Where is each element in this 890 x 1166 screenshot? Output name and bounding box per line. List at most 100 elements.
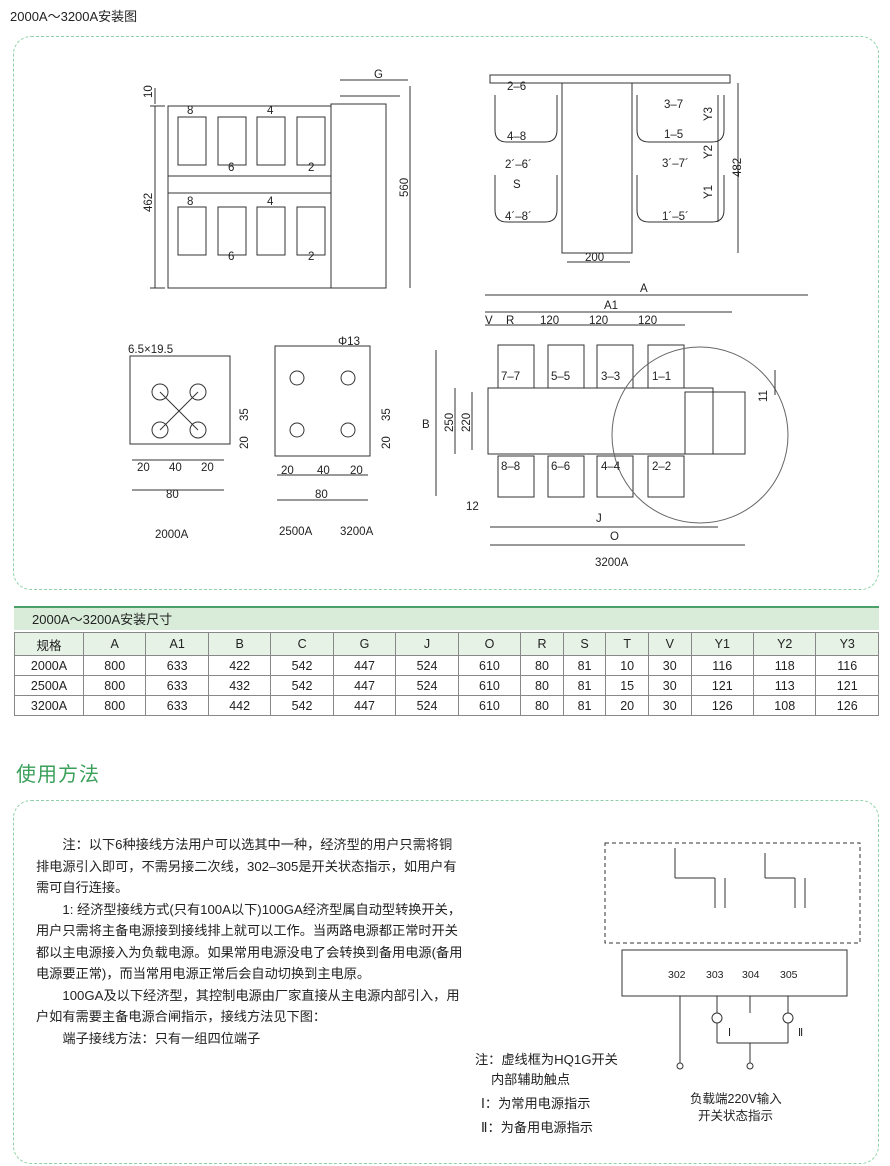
dim-12: 12 bbox=[466, 501, 479, 513]
table-cell: 447 bbox=[332, 695, 397, 716]
table-header-cell: Y2 bbox=[752, 632, 817, 656]
term-4-8p: 4´–8´ bbox=[505, 211, 532, 223]
table-cell: 524 bbox=[395, 655, 459, 676]
table-cell: 20 bbox=[605, 695, 649, 716]
table-cell: 116 bbox=[815, 655, 879, 676]
term-4-4: 4–4 bbox=[601, 461, 621, 473]
term-7-7: 7–7 bbox=[501, 371, 520, 383]
terminal-302: 302 bbox=[668, 969, 686, 981]
dim-y2: Y2 bbox=[703, 145, 715, 159]
table-cell: 432 bbox=[207, 675, 272, 696]
table-cell: 80 bbox=[520, 695, 564, 716]
table-cell: 81 bbox=[562, 655, 607, 676]
table-cell: 116 bbox=[690, 655, 755, 676]
note-1: 注：虚线框为HQ1G开关 bbox=[475, 1052, 618, 1067]
table-header-cell: Y1 bbox=[690, 632, 755, 656]
term-4-8: 4–8 bbox=[507, 131, 526, 143]
table-cell: 800 bbox=[82, 655, 147, 676]
table-cell: 30 bbox=[647, 675, 692, 696]
dim-40b: 40 bbox=[317, 465, 330, 477]
table-cell: 610 bbox=[457, 675, 522, 696]
usage-p1: 注：以下6种接线方法用户可以选其中一种，经济型的用户只需将铜排电源引入即可，不需… bbox=[36, 837, 457, 895]
dim-80a: 80 bbox=[166, 489, 179, 501]
page-title: 2000A～3200A安装图 bbox=[10, 9, 138, 24]
wiring-caption-2: 开关状态指示 bbox=[698, 1108, 773, 1123]
section-title: 使用方法 bbox=[16, 764, 100, 786]
table-cell: 80 bbox=[520, 655, 564, 676]
table-cell: 81 bbox=[562, 695, 607, 716]
terminal-305: 305 bbox=[780, 969, 798, 981]
table-header-cell: Y3 bbox=[815, 632, 879, 656]
table-cell: 633 bbox=[145, 655, 209, 676]
term-6-6: 6–6 bbox=[551, 461, 570, 473]
dim-20d: 20 bbox=[381, 436, 393, 449]
wiring-diagram: 302 303 304 305 Ⅰ Ⅱ 负载端220V输入 开关状态指示 bbox=[604, 842, 861, 1123]
dim-11: 11 bbox=[758, 390, 770, 402]
table-cell: 81 bbox=[562, 675, 607, 696]
pole-8a: 8 bbox=[187, 105, 193, 117]
term-1-1: 1–1 bbox=[652, 371, 671, 383]
note-2: 内部辅助触点 bbox=[491, 1072, 571, 1087]
table-cell: 447 bbox=[332, 655, 397, 676]
dim-482: 482 bbox=[732, 158, 744, 177]
dim-462: 462 bbox=[143, 193, 155, 212]
usage-p4: 端子接线方法：只有一组四位端子 bbox=[62, 1030, 261, 1046]
table-cell: 30 bbox=[647, 655, 692, 676]
installation-drawing: 10 462 560 G 8 4 6 2 8 4 6 2 2–6 4–8 2´–… bbox=[128, 69, 808, 569]
term-2-6: 2–6 bbox=[507, 81, 526, 93]
dim-j: J bbox=[596, 513, 602, 525]
dim-120b: 120 bbox=[589, 315, 608, 327]
table-cell: 121 bbox=[690, 675, 755, 696]
dim-g: G bbox=[374, 69, 383, 81]
usage-text: 注：以下6种接线方法用户可以选其中一种，经济型的用户只需将铜排电源引入即可，不需… bbox=[36, 834, 464, 1049]
table-cell: 542 bbox=[270, 655, 334, 676]
dim-220: 220 bbox=[461, 413, 473, 432]
table-header-cell: V bbox=[647, 632, 692, 656]
dim-120a: 120 bbox=[540, 315, 559, 327]
phi-label: Φ13 bbox=[338, 336, 360, 348]
table-cell: 108 bbox=[752, 695, 817, 716]
dim-80b: 80 bbox=[315, 489, 328, 501]
drawing-panel bbox=[13, 36, 879, 590]
table-cell: 126 bbox=[690, 695, 755, 716]
table-header-cell: J bbox=[395, 632, 459, 656]
table-title: 2000A～3200A安装尺寸 bbox=[14, 606, 879, 630]
table-header-cell: 规格 bbox=[14, 632, 84, 656]
dim-y1: Y1 bbox=[703, 185, 715, 199]
table-header-cell: A bbox=[82, 632, 147, 656]
term-3-7: 3–7 bbox=[664, 99, 683, 111]
pole-6b: 6 bbox=[228, 251, 234, 263]
term-3-7p: 3´–7´ bbox=[662, 158, 689, 170]
dim-40a: 40 bbox=[169, 462, 182, 474]
table-header-cell: R bbox=[520, 632, 564, 656]
dim-y3: Y3 bbox=[703, 107, 715, 121]
table-cell: 524 bbox=[395, 675, 459, 696]
table-cell: 2500A bbox=[14, 675, 84, 696]
wiring-caption-1: 负载端220V输入 bbox=[690, 1091, 782, 1106]
table-cell: 3200A bbox=[14, 695, 84, 716]
dim-10: 10 bbox=[143, 85, 155, 98]
dim-20b: 20 bbox=[137, 462, 150, 474]
note-4: Ⅱ：为备用电源指示 bbox=[481, 1120, 593, 1135]
dim-250: 250 bbox=[444, 413, 456, 432]
terminal-304: 304 bbox=[742, 969, 760, 981]
table-cell: 610 bbox=[457, 655, 522, 676]
usage-panel bbox=[13, 800, 879, 1164]
dim-35b: 35 bbox=[381, 408, 393, 421]
usage-p3: 100GA及以下经济型，其控制电源由厂家直接从主电源内部引入，用户如有需要主备电… bbox=[36, 987, 460, 1025]
table-cell: 800 bbox=[82, 695, 147, 716]
cap-2000a: 2000A bbox=[155, 529, 189, 541]
table-header-cell: A1 bbox=[145, 632, 209, 656]
table-header-cell: S bbox=[562, 632, 607, 656]
term-s: S bbox=[513, 179, 521, 191]
table-cell: 2000A bbox=[14, 655, 84, 676]
term-5-5: 5–5 bbox=[551, 371, 570, 383]
term-1-5p: 1´–5´ bbox=[662, 211, 689, 223]
usage-p2: 1: 经济型接线方式(只有100A以下)100GA经济型属自动型转换开关，用户只… bbox=[36, 901, 463, 982]
table-cell: 126 bbox=[815, 695, 879, 716]
cap-3200b: 3200A bbox=[595, 557, 629, 569]
